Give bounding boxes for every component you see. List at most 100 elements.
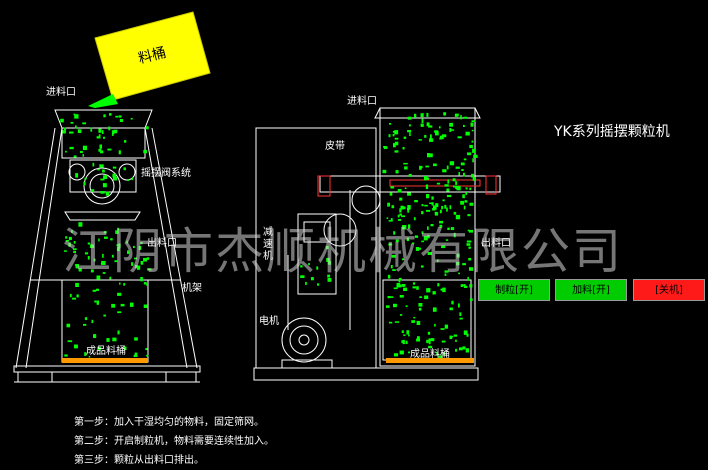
- granule-particle: [446, 165, 449, 170]
- feed-inlet-left-label: 进料口: [46, 87, 76, 98]
- granule-particle: [465, 131, 470, 136]
- granule-particle: [463, 158, 467, 161]
- granule-particle: [447, 227, 450, 230]
- left-bin-base: [62, 358, 148, 363]
- granule-particle: [464, 200, 468, 203]
- feed-on-button[interactable]: 加料[开]: [555, 279, 627, 301]
- granule-particle: [112, 337, 117, 342]
- granule-particle: [469, 267, 474, 271]
- granule-particle: [326, 246, 329, 250]
- granule-particle: [62, 130, 66, 134]
- granule-particle: [99, 144, 102, 149]
- granule-particle: [449, 128, 452, 132]
- granule-particle: [421, 231, 424, 235]
- step-2: 第二步：开启制粒机，物料需要连续性加入。: [74, 436, 274, 447]
- granule-particle: [388, 220, 393, 222]
- granule-particle: [75, 125, 77, 129]
- granule-particle: [401, 330, 404, 334]
- granule-particle: [117, 311, 122, 314]
- granule-particle: [387, 274, 391, 279]
- granule-particle: [68, 236, 72, 240]
- granule-particle: [402, 225, 407, 230]
- granule-particle: [446, 188, 450, 192]
- granule-particle: [455, 185, 457, 189]
- granule-particle: [463, 330, 468, 335]
- granule-particle: [140, 261, 144, 265]
- drive-shaft-red: [317, 175, 497, 197]
- granule-particle: [434, 323, 436, 327]
- granule-particle: [97, 346, 101, 351]
- granule-particle: [439, 224, 443, 228]
- granule-particle: [453, 334, 458, 337]
- granule-particle: [69, 293, 72, 298]
- granule-particle: [458, 172, 460, 176]
- granule-particle: [394, 137, 399, 140]
- granule-particle: [97, 168, 100, 171]
- granule-particle: [406, 330, 410, 335]
- granule-particle: [96, 275, 101, 280]
- granule-particle: [437, 283, 440, 287]
- granule-particle: [134, 257, 138, 260]
- granule-particle: [413, 316, 416, 319]
- granule-particle: [455, 348, 457, 352]
- granule-particle: [430, 224, 434, 227]
- granule-particle: [463, 124, 465, 127]
- granule-particle: [408, 334, 410, 337]
- granule-particle: [459, 347, 463, 351]
- granule-particle: [308, 263, 310, 266]
- granule-particle: [93, 258, 96, 262]
- granule-particle: [394, 150, 399, 153]
- granule-particle: [126, 240, 128, 244]
- granule-particle: [409, 124, 411, 127]
- granule-particle: [401, 284, 406, 287]
- granule-particle: [453, 211, 457, 215]
- granule-particle: [389, 123, 391, 125]
- granule-particle: [436, 182, 441, 185]
- granule-particle: [397, 189, 402, 193]
- granule-particle: [427, 153, 430, 158]
- shutdown-button[interactable]: [关机]: [633, 279, 705, 301]
- granule-particle: [467, 152, 472, 156]
- granule-particle: [115, 230, 119, 234]
- granule-particle: [469, 202, 474, 206]
- granule-particle: [465, 348, 469, 353]
- granule-particle: [400, 314, 403, 316]
- granule-particle: [405, 305, 408, 307]
- granulate-on-button[interactable]: 制粒[开]: [478, 279, 550, 301]
- granule-particle: [408, 224, 411, 229]
- granule-particle: [428, 153, 433, 158]
- granule-particle: [414, 200, 418, 203]
- granule-particle: [423, 235, 428, 241]
- granule-particle: [391, 205, 395, 209]
- granule-particle: [456, 185, 461, 191]
- granule-particle: [120, 303, 125, 307]
- step-1: 第一步：加入干湿均匀的物料，固定筛网。: [74, 417, 264, 428]
- granule-particle: [82, 122, 86, 125]
- granule-particle: [100, 191, 105, 194]
- granule-particle: [419, 165, 422, 170]
- granule-particle: [467, 214, 471, 217]
- granule-particle: [399, 295, 404, 298]
- granule-particle: [425, 184, 429, 189]
- granule-particle: [439, 135, 444, 140]
- granule-particle: [300, 265, 303, 268]
- granule-particle: [432, 291, 436, 295]
- granule-particle: [327, 260, 331, 265]
- granule-particle: [425, 165, 429, 168]
- granule-particle: [384, 146, 388, 149]
- granule-particle: [70, 121, 74, 124]
- granule-particle: [102, 272, 106, 274]
- granule-particle: [94, 300, 97, 303]
- product-bin-right-label: 成品料桶: [410, 349, 450, 360]
- granule-particle: [439, 126, 441, 129]
- granule-particle: [75, 264, 79, 269]
- granule-particle: [420, 265, 424, 268]
- granule-particle: [459, 312, 462, 316]
- granule-particle: [463, 205, 466, 210]
- granule-particle: [398, 284, 402, 288]
- granule-particle: [444, 184, 449, 187]
- granule-particle: [75, 173, 79, 178]
- granule-particle: [439, 209, 442, 214]
